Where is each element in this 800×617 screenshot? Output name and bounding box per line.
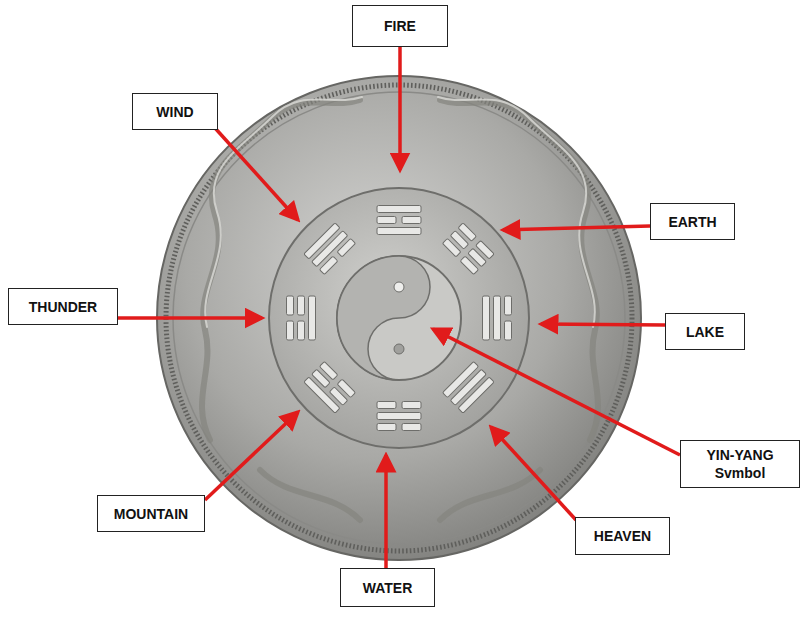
trigram-wind [304, 223, 356, 275]
trigram-mountain [304, 361, 356, 413]
leader-arrow [503, 226, 650, 230]
label-text: WIND [156, 103, 193, 121]
leader-arrow [541, 324, 665, 325]
yin-yang-symbol [337, 256, 461, 380]
label-text: MOUNTAIN [114, 505, 188, 523]
trigram-fire [377, 206, 421, 235]
label-text: HEAVEN [594, 527, 651, 545]
label-box: MOUNTAIN [97, 495, 205, 532]
trigram-heaven [442, 361, 494, 413]
label-text: THUNDER [29, 298, 97, 316]
label-text: LAKE [686, 323, 724, 341]
label-box: EARTH [650, 203, 735, 240]
leader-arrow [215, 128, 298, 220]
trigram-water [377, 402, 421, 431]
leader-arrows [118, 47, 680, 568]
label-box: THUNDER [8, 288, 118, 325]
label-text: YIN-YANG Svmbol [685, 446, 795, 482]
label-text: FIRE [384, 17, 416, 35]
label-box: YIN-YANG Svmbol [680, 440, 800, 488]
label-box: HEAVEN [575, 517, 670, 555]
leader-arrow [433, 329, 680, 455]
leader-arrow [398, 47, 402, 170]
label-box: FIRE [352, 5, 448, 47]
label-text: WATER [363, 579, 413, 597]
trigram-thunder [287, 296, 316, 340]
leader-arrow [384, 455, 388, 568]
leader-arrow [491, 427, 576, 520]
label-box: WATER [340, 568, 435, 607]
leader-arrow [205, 412, 298, 500]
label-box: WIND [132, 93, 218, 130]
trigram-lake [483, 296, 512, 340]
leader-arrow [118, 316, 262, 320]
trigram-earth [442, 223, 494, 275]
inner-circle [269, 188, 529, 448]
label-box: LAKE [665, 313, 745, 350]
label-text: EARTH [668, 213, 716, 231]
